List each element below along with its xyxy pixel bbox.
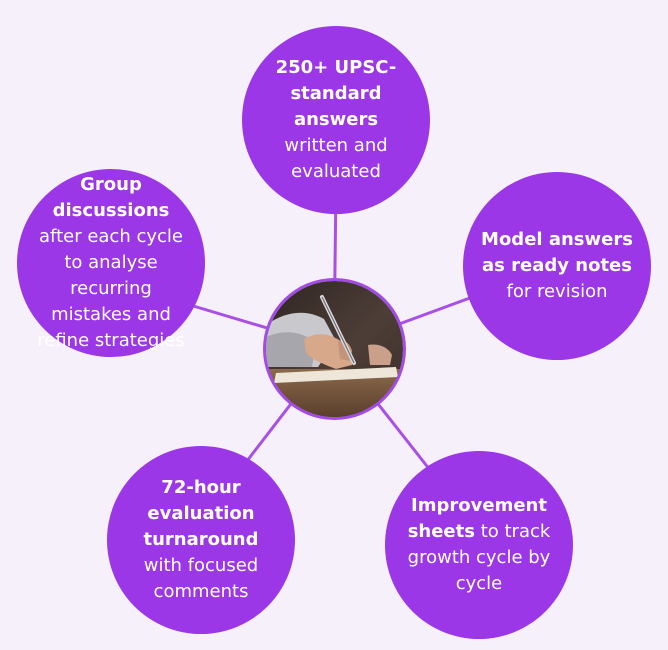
node-improvement-sheets-light: to track growth cycle by cycle bbox=[407, 521, 551, 594]
center-writing-photo bbox=[263, 278, 406, 420]
node-group-discussions-strong: Group discussions bbox=[52, 174, 170, 221]
node-model-answers-strong: Model answers as ready notes bbox=[481, 229, 633, 276]
node-model-answers-light: for revision bbox=[506, 281, 608, 302]
node-model-answers: Model answers as ready notes for revisio… bbox=[463, 172, 651, 360]
node-group-discussions: Group discussions after each cycle to an… bbox=[17, 169, 205, 357]
node-upsc-answers: 250+ UPSC-standard answers written and e… bbox=[242, 26, 430, 214]
node-upsc-answers-light: written and evaluated bbox=[284, 135, 388, 182]
node-upsc-answers-strong: 250+ UPSC-standard answers bbox=[275, 57, 397, 130]
node-improvement-sheets: Improvement sheets to track growth cycle… bbox=[385, 451, 573, 639]
node-improvement-sheets-strong: Improvement sheets bbox=[407, 495, 547, 542]
node-evaluation-turnaround: 72-hour evaluation turnaround with focus… bbox=[107, 446, 295, 634]
node-group-discussions-light: after each cycle to analyse recurring mi… bbox=[37, 226, 185, 351]
node-evaluation-turnaround-light: with focused comments bbox=[143, 555, 259, 602]
writing-photo-icon bbox=[266, 281, 403, 417]
node-evaluation-turnaround-strong: 72-hour evaluation turnaround bbox=[143, 477, 259, 550]
